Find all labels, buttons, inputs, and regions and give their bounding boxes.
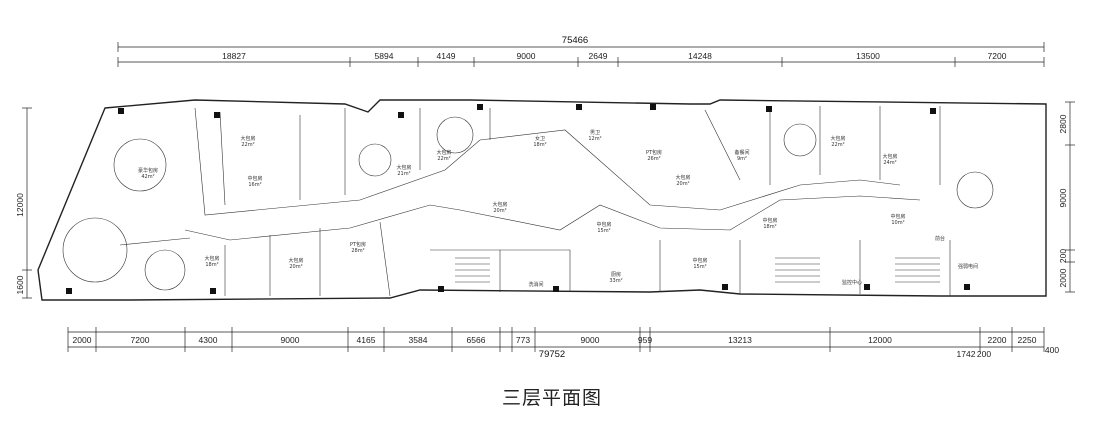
right-dimension-3: 200 — [1058, 249, 1068, 263]
bottom-dimension-8: 773 — [516, 335, 530, 345]
room-label: 中包房 — [247, 175, 262, 182]
room-area: 28m² — [351, 248, 364, 254]
room-label: 强弱电间 — [958, 263, 978, 270]
top-dimension-3: 4149 — [437, 51, 456, 61]
bottom-dimension-14: 2250 — [1018, 335, 1037, 345]
room-area: 24m² — [883, 160, 896, 166]
room-label: 大包房 — [204, 255, 219, 262]
room-area: 21m² — [397, 171, 410, 177]
room-label: 监控中心 — [842, 279, 862, 286]
room-area: 16m² — [248, 182, 261, 188]
room-labels: 豪华包房 42m² 大包房 22m² 中包房 16m² 大包房 18m² PT包… — [138, 130, 978, 288]
room-area: 26m² — [647, 156, 660, 162]
room-label: 中包房 — [692, 257, 707, 264]
room-area: 33m² — [609, 278, 622, 284]
top-dimension-2: 5894 — [375, 51, 394, 61]
room-area: 20m² — [676, 181, 689, 187]
room-label: 大包房 — [288, 257, 303, 264]
room-label: 大包房 — [882, 153, 897, 160]
room-label: 大包房 — [240, 135, 255, 142]
top-dimension-7: 13500 — [856, 51, 880, 61]
top-dimension-1: 18827 — [222, 51, 246, 61]
room-area: 15m² — [597, 228, 610, 234]
room-area: 15m² — [693, 264, 706, 270]
building-outline — [37, 99, 1047, 301]
room-area: 20m² — [493, 208, 506, 214]
room-area: 9m² — [737, 156, 747, 162]
bottom-total-dimension: 79752 — [539, 349, 565, 360]
room-label: 中包房 — [890, 213, 905, 220]
left-dimension-line: 12000 1600 — [15, 107, 32, 299]
bottom-dimension-9: 9000 — [581, 335, 600, 345]
room-label: 厨房 — [611, 271, 621, 278]
room-area: 18m² — [533, 142, 546, 148]
room-label: 豪华包房 — [138, 167, 158, 174]
right-dimension-2: 9000 — [1058, 188, 1068, 207]
room-label: 洗消间 — [528, 281, 543, 288]
right-dimension-line: 2800 9000 200 2000 — [1058, 101, 1075, 293]
room-label: 前台 — [935, 235, 945, 242]
room-area: 42m² — [141, 174, 154, 180]
room-area: 22m² — [831, 142, 844, 148]
room-label: 大包房 — [396, 164, 411, 171]
room-area: 12m² — [588, 136, 601, 142]
bottom-dimension-10: 959 — [638, 335, 652, 345]
bottom-dimension-12: 12000 — [868, 335, 892, 345]
top-dimension-line: 75466 18827 5894 4149 9000 2649 14248 13… — [117, 35, 1045, 67]
top-dimension-4: 9000 — [517, 51, 536, 61]
room-label: 中包房 — [596, 221, 611, 228]
room-label: PT包房 — [350, 241, 366, 248]
top-dimension-6: 14248 — [688, 51, 712, 61]
room-label: PT包房 — [646, 149, 662, 156]
room-label: 大包房 — [436, 149, 451, 156]
bottom-dimension-4: 9000 — [281, 335, 300, 345]
bottom-dimension-11: 13213 — [728, 335, 752, 345]
room-area: 18m² — [763, 224, 776, 230]
room-area: 22m² — [241, 142, 254, 148]
room-label: 备餐间 — [734, 149, 749, 156]
bottom-dimension-1: 2000 — [73, 335, 92, 345]
bottom-dimension-6: 3584 — [409, 335, 428, 345]
left-dimension-2: 1600 — [15, 275, 25, 294]
top-total-dimension: 75466 — [562, 35, 588, 46]
right-dimension-4: 2000 — [1058, 268, 1068, 287]
bottom-dimension-13: 2200 — [988, 335, 1007, 345]
bottom-dimension-3: 4300 — [199, 335, 218, 345]
right-dimension-1: 2800 — [1058, 114, 1068, 133]
room-label: 大包房 — [492, 201, 507, 208]
room-area: 22m² — [437, 156, 450, 162]
drawing-title: 三层平面图 — [501, 387, 602, 409]
left-dimension-1: 12000 — [15, 193, 25, 217]
bottom-extra-dimension-2: 200 — [977, 349, 991, 359]
room-label: 大包房 — [675, 174, 690, 181]
bottom-dimension-line: 2000 7200 4300 9000 4165 3584 6566 773 9… — [67, 327, 1059, 360]
room-area: 18m² — [205, 262, 218, 268]
bottom-extra-dimension-1: 1742 — [957, 349, 976, 359]
bottom-extra-dimension-3: 400 — [1045, 345, 1059, 355]
bottom-dimension-5: 4165 — [357, 335, 376, 345]
room-label: 男卫 — [590, 130, 600, 136]
room-label: 大包房 — [830, 135, 845, 142]
bottom-dimension-2: 7200 — [131, 335, 150, 345]
bottom-dimension-7: 6566 — [467, 335, 486, 345]
room-label: 女卫 — [535, 135, 545, 142]
top-dimension-5: 2649 — [589, 51, 608, 61]
top-dimension-8: 7200 — [988, 51, 1007, 61]
room-label: 中包房 — [762, 217, 777, 224]
room-area: 10m² — [891, 220, 904, 226]
room-area: 20m² — [289, 264, 302, 270]
